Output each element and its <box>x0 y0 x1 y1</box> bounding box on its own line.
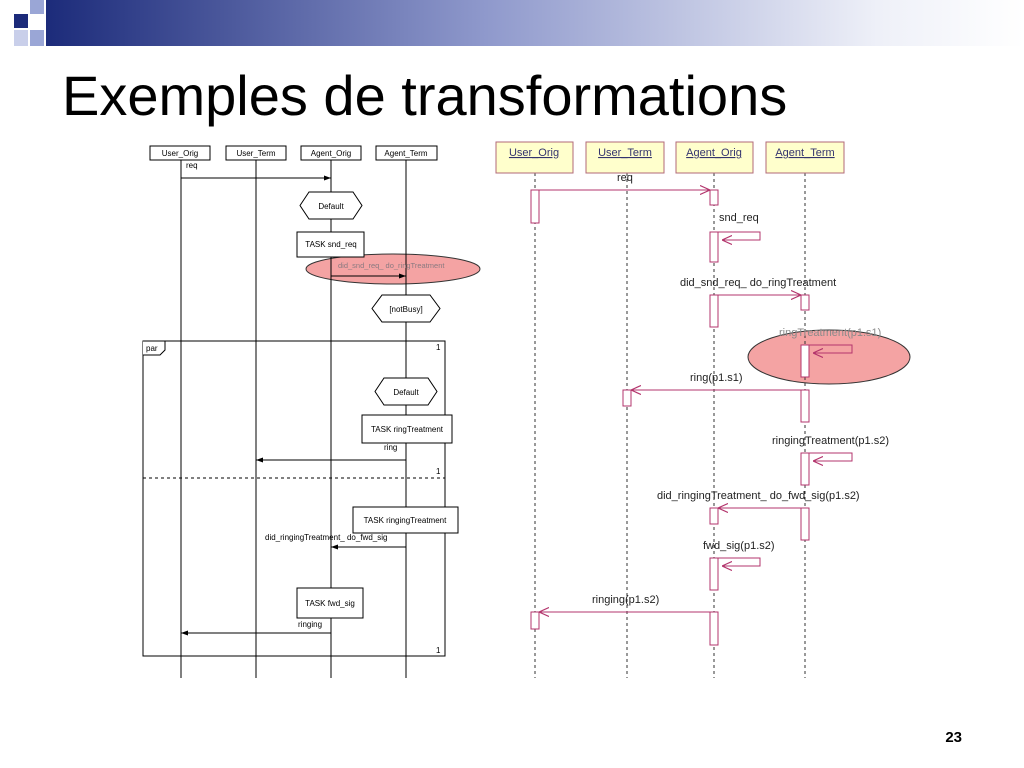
decor-square-navy <box>14 14 28 28</box>
message-label-ring: ring(p1.s1) <box>690 372 743 384</box>
message-label-req: req <box>617 172 633 184</box>
decor-square-pale <box>14 30 28 46</box>
message-label-ring-treatment: ringTreatment(p1.s1) <box>779 327 881 339</box>
top-gradient-band <box>46 0 1024 46</box>
frame-operator: par <box>146 344 158 353</box>
activation-bar <box>709 231 719 263</box>
condition-label: Default <box>393 388 419 397</box>
activation-bar <box>530 189 540 224</box>
activation-bar <box>709 189 719 206</box>
lifeline-header: User_Term <box>225 145 287 161</box>
lifeline-label: User_Term <box>598 147 652 159</box>
message-label-did-ringing: did_ringingTreatment_ do_fwd_sig <box>265 533 387 542</box>
task-ringing-treatment: TASK ringingTreatment <box>352 506 459 534</box>
message-label-snd-req: snd_req <box>719 212 759 224</box>
activation-bar <box>709 507 719 525</box>
lifeline-label: Agent_Orig <box>686 147 742 159</box>
activation-bar <box>530 611 540 630</box>
activation-bar <box>800 452 810 486</box>
task-ring-treatment: TASK ringTreatment <box>361 414 453 444</box>
decor-square-light <box>30 30 44 46</box>
lifeline-header: User_Orig <box>149 145 211 161</box>
lifeline-label: User_Orig <box>162 149 198 158</box>
task-label: TASK ringTreatment <box>371 425 444 434</box>
operand-mark: 1 <box>436 343 441 352</box>
message-label-req: req <box>186 161 198 170</box>
condition-not-busy: [notBusy] <box>371 294 441 323</box>
activation-bar <box>709 294 719 328</box>
lifeline-label: User_Orig <box>509 147 559 159</box>
lifeline-header: Agent_Term <box>765 141 845 174</box>
lifeline-label: Agent_Term <box>384 149 427 158</box>
condition-default: Default <box>374 377 438 406</box>
operand-mark: 1 <box>436 467 441 476</box>
message-label-did-snd-req: did_snd_req_ do_ringTreatment <box>338 261 445 270</box>
page-number: 23 <box>945 729 962 746</box>
task-label: TASK ringingTreatment <box>364 516 447 525</box>
lifeline-label: Agent_Term <box>775 147 834 159</box>
message-label-ringing: ringing <box>298 620 322 629</box>
message-label-fwd-sig: fwd_sig(p1.s2) <box>703 540 775 552</box>
lifeline-header: User_Term <box>585 141 665 174</box>
self-message-arrow-ring-treatment <box>809 344 853 353</box>
condition-default: Default <box>299 191 363 220</box>
task-snd-req: TASK snd_req <box>296 231 365 258</box>
activation-bar <box>709 611 719 646</box>
slide-title: Exemples de transformations <box>62 64 787 127</box>
slide-decoration <box>14 0 1024 46</box>
activation-bar <box>622 389 632 407</box>
activation-bar <box>800 507 810 541</box>
decor-square-light <box>30 0 44 14</box>
left-sequence-diagram: User_Orig User_Term Agent_Orig Agent_Ter… <box>142 145 481 678</box>
task-fwd-sig: TASK fwd_sig <box>296 587 364 619</box>
activation-bar <box>800 294 810 311</box>
self-message-arrow-snd-req <box>718 231 761 240</box>
activation-bar <box>800 389 810 423</box>
lifeline-label: User_Term <box>236 149 275 158</box>
highlight-ellipse <box>747 329 911 385</box>
condition-label: [notBusy] <box>389 305 422 314</box>
par-frame: par 1 1 1 <box>142 340 446 657</box>
message-label-did-ringing: did_ringingTreatment_ do_fwd_sig(p1.s2) <box>657 490 860 502</box>
task-label: TASK snd_req <box>305 240 356 249</box>
right-sequence-diagram: User_Orig User_Term Agent_Orig Agent_Ter… <box>495 141 911 678</box>
lifeline-header: Agent_Orig <box>300 145 362 161</box>
activation-bar <box>800 344 810 378</box>
lifeline-header: Agent_Term <box>375 145 438 161</box>
activation-bar <box>709 557 719 591</box>
message-label-ringing-treatment: ringingTreatment(p1.s2) <box>772 435 889 447</box>
message-label-did-snd-req: did_snd_req_ do_ringTreatment <box>680 277 836 289</box>
operand-mark: 1 <box>436 646 441 655</box>
lifeline-label: Agent_Orig <box>311 149 351 158</box>
self-message-arrow-ringing-treatment <box>809 452 853 461</box>
task-label: TASK fwd_sig <box>305 599 355 608</box>
lifeline-header: Agent_Orig <box>675 141 754 174</box>
condition-label: Default <box>318 202 344 211</box>
self-message-arrow-fwd-sig <box>718 557 761 566</box>
lifeline-header: User_Orig <box>495 141 574 174</box>
message-label-ring: ring <box>384 443 397 452</box>
message-label-ringing: ringing(p1.s2) <box>592 594 659 606</box>
